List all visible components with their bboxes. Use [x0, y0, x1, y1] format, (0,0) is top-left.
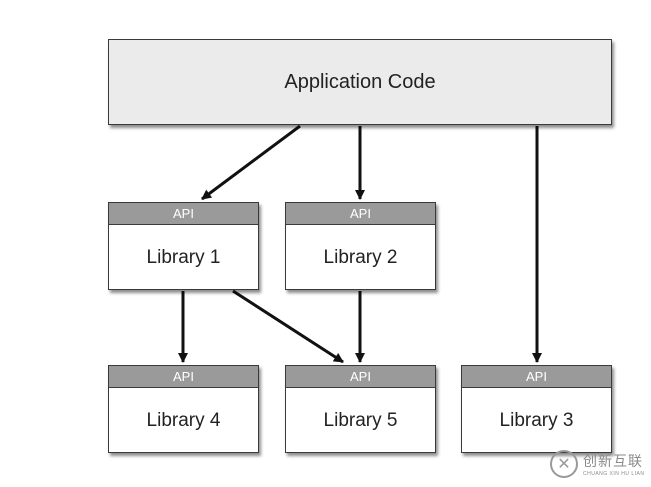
library-4-api-band: API	[109, 366, 258, 388]
library-4-box: API Library 4	[108, 365, 259, 453]
library-5-api-band: API	[286, 366, 435, 388]
library-1-label: Library 1	[146, 247, 221, 268]
arrow-app-to-library-1	[201, 124, 301, 201]
library-3-api-band: API	[462, 366, 611, 388]
library-4-label: Library 4	[146, 410, 221, 431]
library-1-box: API Library 1	[108, 202, 259, 290]
watermark-subtext: CHUANG XIN HU LIAN	[583, 471, 645, 477]
library-3-label: Library 3	[499, 410, 574, 431]
library-1-api-band: API	[109, 203, 258, 225]
watermark-text: 创新互联	[583, 453, 643, 469]
logo-mark-icon: ✕	[550, 450, 578, 478]
library-2-label: Library 2	[323, 247, 398, 268]
application-code-label: Application Code	[284, 70, 436, 93]
arrow-library-1-to-library-5	[232, 289, 344, 364]
application-code-box: Application Code	[108, 39, 612, 125]
library-5-label: Library 5	[323, 410, 398, 431]
library-3-box: API Library 3	[461, 365, 612, 453]
library-2-api-band: API	[286, 203, 435, 225]
library-2-box: API Library 2	[285, 202, 436, 290]
library-5-box: API Library 5	[285, 365, 436, 453]
watermark: ✕ 创新互联 CHUANG XIN HU LIAN	[550, 443, 650, 485]
